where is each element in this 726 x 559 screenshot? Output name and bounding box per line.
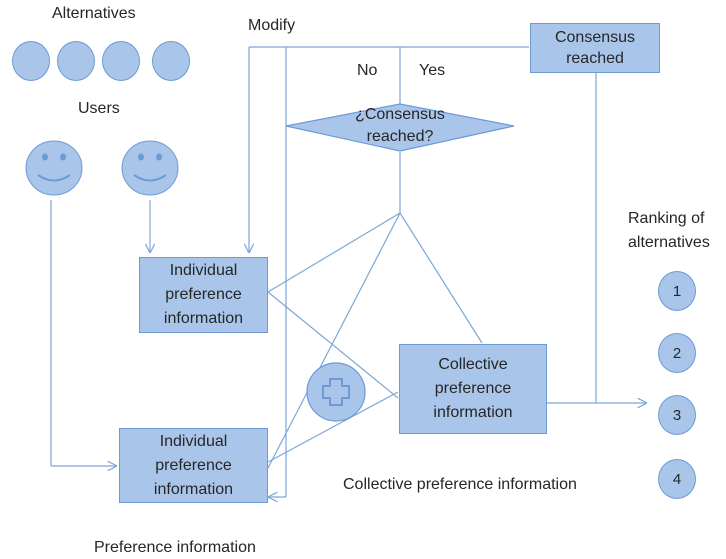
collective-caption: Collective preference information (343, 476, 577, 493)
individual-preference-box: Individual preference information (119, 428, 268, 503)
collective-preference-text: Collective preference information (433, 356, 513, 421)
rank-circle: 1 (658, 271, 696, 311)
plus-icon (322, 378, 350, 406)
individual-preference-box: Individual preference information (139, 257, 268, 333)
yes-label: Yes (419, 62, 446, 79)
rank-circle: 4 (658, 459, 696, 499)
alternative-circle (152, 41, 190, 81)
user-smiley-icon (121, 140, 179, 196)
rank-circle: 3 (658, 395, 696, 435)
individual-preference-text: Individual preference information (153, 432, 234, 498)
individual-preference-text: Individual preference information (163, 262, 244, 327)
alternative-circle (102, 41, 140, 81)
alternative-circle (57, 41, 95, 81)
collective-preference-box: Collective preference information (399, 344, 547, 434)
consensus-reached-text: Consensus reached (554, 29, 636, 67)
modify-label: Modify (248, 17, 296, 34)
users-label: Users (78, 100, 120, 117)
alternatives-label: Alternatives (52, 5, 136, 22)
alternative-circle (12, 41, 50, 81)
consensus-reached-box: Consensus reached (530, 23, 660, 73)
decision-diamond (285, 103, 515, 152)
rank-circle: 2 (658, 333, 696, 373)
user-smiley-icon (25, 140, 83, 196)
ranking-label: Ranking of alternatives (628, 210, 710, 251)
preference-caption: Preference information (94, 539, 256, 556)
decision-text: ¿Consensus reached? (355, 106, 445, 145)
no-label: No (357, 62, 378, 79)
